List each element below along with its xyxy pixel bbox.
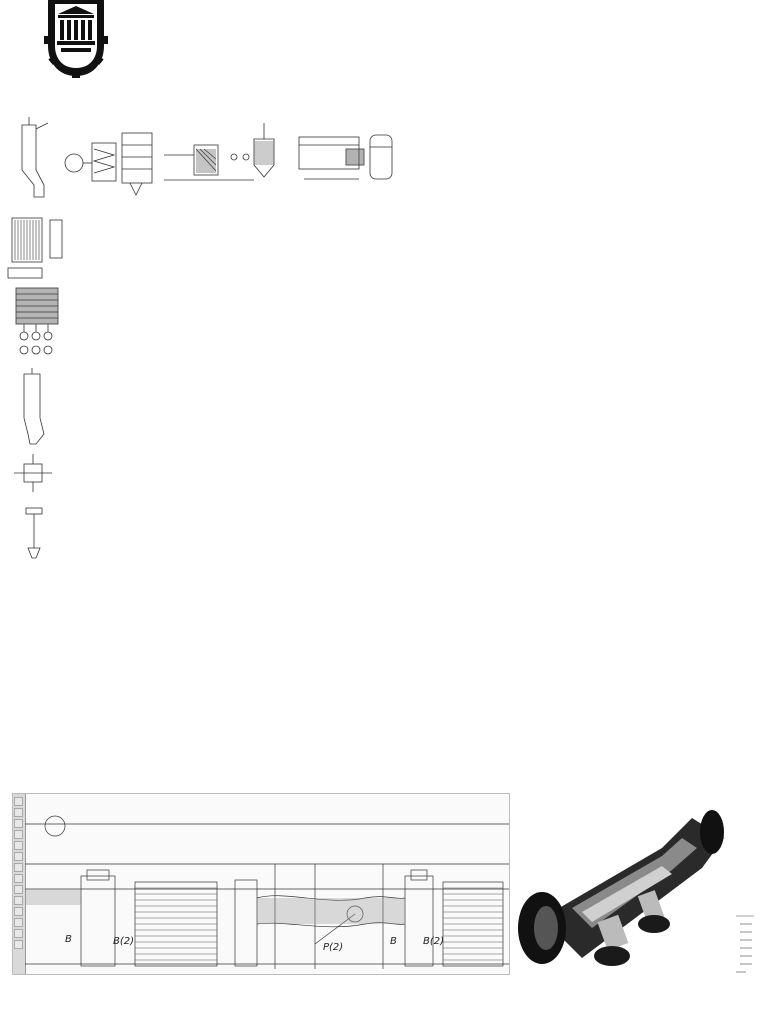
process-flow-diagram [21,117,393,198]
pipe-section-icon [518,810,724,966]
cad-label: B [65,934,72,945]
pipe-3d-render [512,808,724,978]
cad-label: P(2) [323,942,343,953]
cad-tool-button[interactable] [14,896,23,905]
cad-drawing-panel: B B(2) P(2) B B(2) [12,793,510,975]
cad-tool-button[interactable] [14,819,23,828]
cad-toolbar [13,794,26,974]
cad-tool-button[interactable] [14,808,23,817]
cad-tool-button[interactable] [14,841,23,850]
cad-tool-button[interactable] [14,874,23,883]
cad-label: B(2) [423,936,444,947]
cad-label: B [390,936,397,947]
left-diagram-column [0,208,70,563]
cad-tool-button[interactable] [14,907,23,916]
process-schematic-strip [14,115,396,205]
cad-tool-button[interactable] [14,918,23,927]
legend-strip [734,910,756,976]
cad-tool-button[interactable] [14,929,23,938]
cad-label: B(2) [113,936,134,947]
cad-tool-button[interactable] [14,797,23,806]
cad-tool-button[interactable] [14,885,23,894]
legend-table-icon [736,915,754,973]
cad-tool-button[interactable] [14,830,23,839]
cad-tool-button[interactable] [14,863,23,872]
university-logo [44,0,108,78]
university-emblem-icon [44,0,108,78]
component-diagrams [7,217,63,559]
cad-drawing: B B(2) P(2) B B(2) [25,815,509,969]
cad-tool-button[interactable] [14,852,23,861]
cad-tool-button[interactable] [14,940,23,949]
